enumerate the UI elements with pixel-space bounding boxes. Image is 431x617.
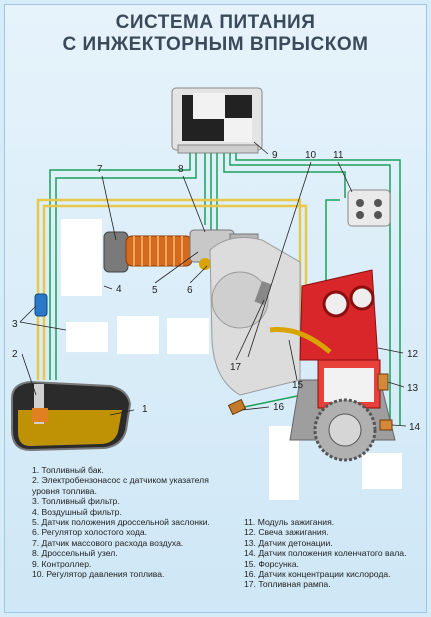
legend-item: 9. Контроллер. [32, 558, 92, 569]
callout-13: 13 [407, 383, 419, 394]
legend-item: 1. Топливный бак. [32, 465, 104, 475]
crank-gear [313, 398, 377, 462]
cylinder-head [269, 269, 381, 409]
intake-assembly [103, 229, 259, 273]
legend-item: 3. Топливный фильтр. [32, 496, 120, 507]
leader-lines [19, 141, 407, 427]
title-line-1: СИСТЕМА ПИТАНИЯ [115, 12, 316, 33]
legend-item: 4. Воздушный фильтр. [32, 506, 122, 517]
fuel-tank [11, 380, 132, 452]
callout-11: 11 [333, 150, 344, 161]
legend-item: 6. Регулятор холостого хода. [32, 527, 148, 538]
legend-right: 11. Модуль зажигания. 12. Свеча зажигани… [244, 517, 424, 590]
knock-sensor [377, 373, 389, 391]
legend-item: 14. Датчик положения коленчатого вала. [244, 548, 407, 559]
callout-7: 7 [97, 164, 103, 175]
legend-item: 15. Форсунка. [244, 558, 299, 569]
controller [171, 87, 263, 154]
title-line-2: С ИНЖЕКТОРНЫМ ВПРЫСКОМ [62, 34, 369, 55]
legend-item: 7. Датчик массового расхода воздуха. [32, 537, 184, 548]
callout-9: 9 [272, 150, 278, 161]
legend-item: 8. Дроссельный узел. [32, 548, 118, 559]
legend-item: 13. Датчик детонации. [244, 537, 333, 548]
callout-4: 4 [116, 284, 122, 295]
fuel-filter [34, 293, 48, 317]
legend-item: 17. Топливная рампа. [244, 579, 331, 590]
callout-6: 6 [187, 285, 193, 296]
ignition-module [347, 189, 391, 227]
callout-15: 15 [292, 380, 304, 391]
blank-label-boxes [61, 219, 402, 500]
legend-item: 10. Регулятор давления топлива. [32, 569, 165, 580]
callout-10: 10 [305, 150, 317, 161]
legend-item: 2. Электробензонасос с датчиком указател… [32, 475, 209, 496]
callout-numbers: 1 2 3 4 5 6 7 8 9 10 11 12 13 14 15 16 1… [12, 150, 421, 433]
callout-8: 8 [178, 164, 184, 175]
callout-16: 16 [273, 402, 285, 413]
legend-item: 5. Датчик положения дроссельной заслонки… [32, 517, 210, 528]
control-wires [49, 153, 401, 425]
legend-item: 11. Модуль зажигания. [244, 517, 335, 527]
callout-12: 12 [407, 349, 419, 360]
page-title: СИСТЕМА ПИТАНИЯ С ИНЖЕКТОРНЫМ ВПРЫСКОМ [0, 12, 431, 56]
crank-sensor [379, 419, 393, 431]
callout-17: 17 [230, 362, 242, 373]
injector [254, 280, 272, 306]
oxygen-sensor [227, 398, 247, 416]
callout-5: 5 [152, 285, 158, 296]
callout-1: 1 [142, 404, 148, 415]
callout-2: 2 [12, 349, 18, 360]
legend-left: 1. Топливный бак. 2. Электробензонасос с… [32, 465, 237, 579]
legend-item: 12. Свеча зажигания. [244, 527, 329, 538]
callout-3: 3 [12, 319, 18, 330]
callout-14: 14 [409, 422, 421, 433]
legend-item: 16. Датчик концентрации кислорода. [244, 569, 391, 580]
